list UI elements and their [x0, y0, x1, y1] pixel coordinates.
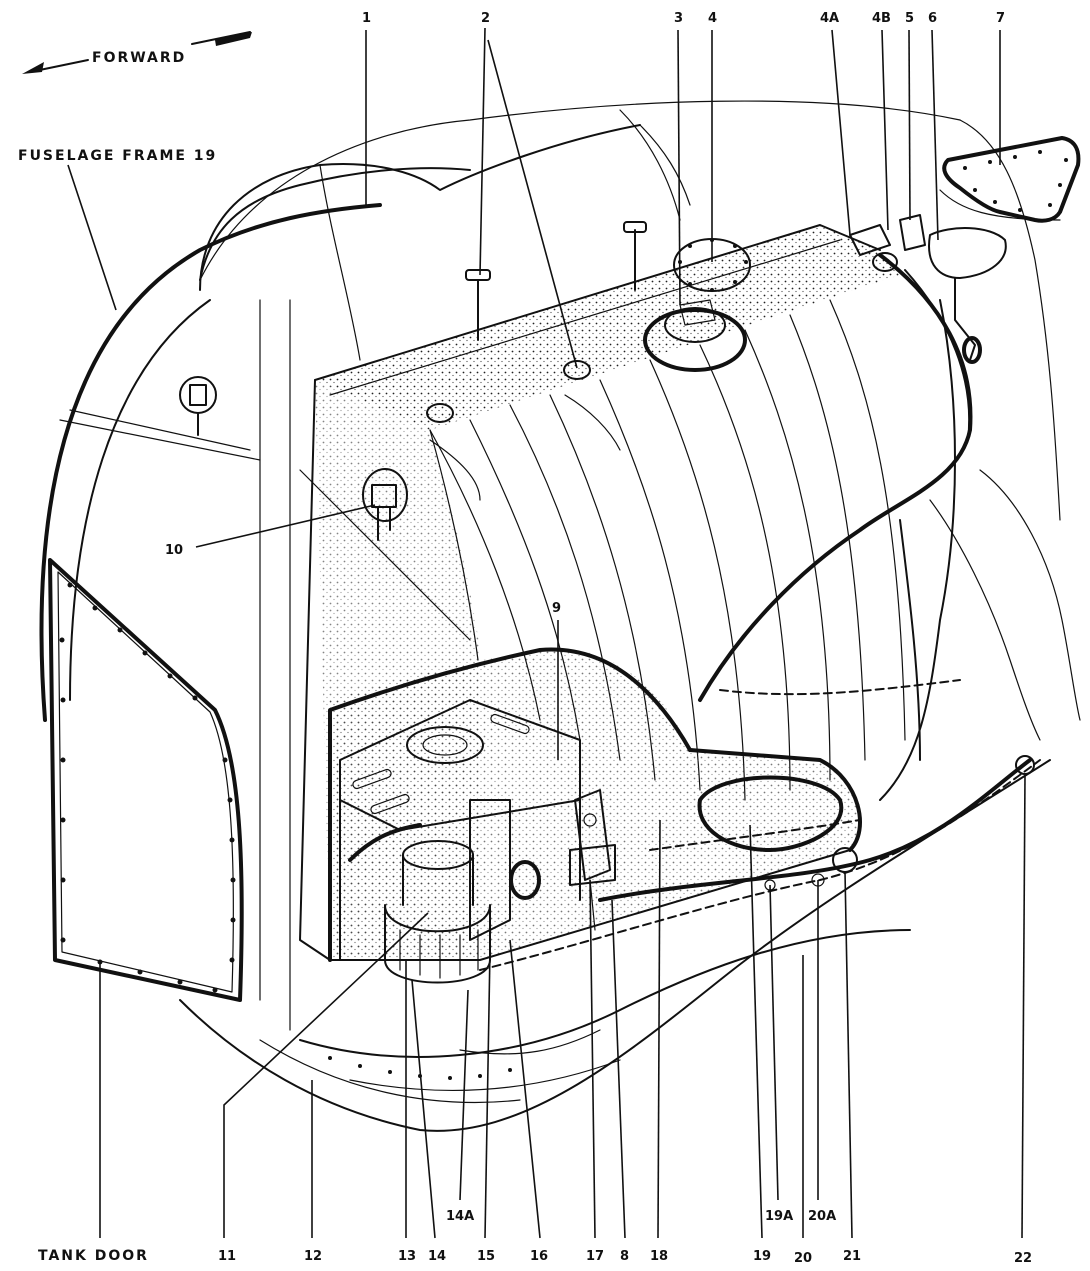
label-19a: 19A	[765, 1209, 793, 1224]
drain-plate	[697, 775, 844, 852]
label-forward: FORWARD	[92, 50, 186, 66]
label-4a: 4A	[820, 11, 839, 26]
fuel-pipes	[479, 299, 1041, 971]
label-3: 3	[674, 11, 683, 26]
access-panel-removed	[939, 136, 1081, 223]
tank-cutaway-bottom	[328, 647, 862, 962]
label-10: 10	[165, 543, 183, 558]
label-4: 4	[708, 11, 717, 26]
label-17: 17	[586, 1249, 604, 1264]
vent-fittings	[849, 214, 1007, 364]
label-4b: 4B	[872, 11, 891, 26]
label-20: 20	[794, 1251, 812, 1266]
label-14a: 14A	[446, 1209, 474, 1224]
tank-door-panel	[48, 558, 244, 1002]
label-5: 5	[905, 11, 914, 26]
filler-neck	[643, 299, 747, 372]
label-tank-door: TANK DOOR	[38, 1248, 149, 1264]
pump-canister	[348, 799, 541, 984]
label-15: 15	[477, 1249, 495, 1264]
label-14: 14	[428, 1249, 446, 1264]
label-1: 1	[362, 11, 371, 26]
label-8: 8	[620, 1249, 629, 1264]
label-20a: 20A	[808, 1209, 836, 1224]
lower-skin-panel	[299, 929, 911, 1092]
label-19: 19	[753, 1249, 771, 1264]
tank-top-panel	[314, 224, 900, 430]
leader-lines	[67, 27, 1026, 1239]
label-22: 22	[1014, 1251, 1032, 1266]
label-9: 9	[552, 601, 561, 616]
label-7: 7	[996, 11, 1005, 26]
wall-socket	[179, 376, 217, 436]
label-21: 21	[843, 1249, 861, 1264]
label-6: 6	[928, 11, 937, 26]
label-16: 16	[530, 1249, 548, 1264]
label-11: 11	[218, 1249, 236, 1264]
callout-labels: FORWARD FUSELAGE FRAME 19 TANK DOOR 1 2 …	[18, 11, 1032, 1266]
label-12: 12	[304, 1249, 322, 1264]
upper-fairing-cover	[199, 124, 691, 361]
label-18: 18	[650, 1249, 668, 1264]
forward-arrow	[22, 31, 252, 74]
contents-gauge-unit	[362, 468, 408, 541]
label-fuselage-frame: FUSELAGE FRAME 19	[18, 148, 217, 164]
label-13: 13	[398, 1249, 416, 1264]
tank-straps	[426, 221, 898, 501]
label-2: 2	[481, 11, 490, 26]
fuselage-frame	[39, 100, 1081, 1132]
